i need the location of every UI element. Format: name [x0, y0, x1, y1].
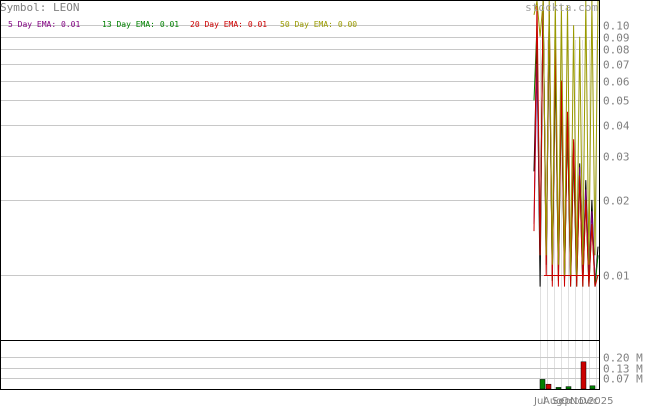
- price-y-tick-label: 0.08: [603, 44, 630, 57]
- legend-ema5: 5 Day EMA: 0.01: [8, 20, 80, 29]
- price-y-tick-label: 0.01: [603, 270, 630, 283]
- legend-ema13: 13 Day EMA: 0.01: [102, 20, 179, 29]
- x-tick-label: Aug: [543, 396, 563, 406]
- volume-bar: [565, 386, 572, 390]
- price-y-tick-label: 0.04: [603, 120, 630, 133]
- volume-bar: [555, 387, 562, 390]
- legend-ema5-value: 0.01: [61, 20, 80, 29]
- legend-ema20-label: 20 Day EMA:: [190, 20, 243, 29]
- price-y-tick-label: 0.06: [603, 76, 630, 89]
- x-tick-label: Nov: [570, 396, 590, 406]
- x-tick-label: Jul: [533, 396, 546, 406]
- legend-ema50-value: 0.00: [338, 20, 357, 29]
- legend-ema20-value: 0.01: [248, 20, 267, 29]
- legend: 5 Day EMA: 0.01 13 Day EMA: 0.01 20 Day …: [8, 20, 357, 29]
- volume-bar: [545, 383, 552, 390]
- price-y-tick-label: 0.07: [603, 59, 630, 72]
- volume-y-tick-label: 0.20 M: [603, 352, 643, 365]
- symbol-title: Symbol: LEON: [0, 1, 79, 14]
- volume-y-tick-label: 0.13 M: [603, 363, 643, 376]
- volume-bar: [580, 361, 587, 390]
- volume-bar: [539, 379, 546, 390]
- price-y-tick-label: 0.10: [603, 20, 630, 33]
- x-tick-label: Oct: [561, 396, 578, 406]
- volume-panel-frame: [0, 340, 600, 390]
- legend-ema50: 50 Day EMA: 0.00: [280, 20, 357, 29]
- price-y-tick-label: 0.09: [603, 32, 630, 45]
- legend-ema13-label: 13 Day EMA:: [102, 20, 155, 29]
- legend-ema20: 20 Day EMA: 0.01: [190, 20, 267, 29]
- price-y-tick-label: 0.05: [603, 95, 630, 108]
- watermark: stockta.com: [525, 1, 598, 14]
- volume-y-tick-label: 0.07 M: [603, 373, 643, 386]
- price-y-tick-label: 0.03: [603, 151, 630, 164]
- x-tick-label: Sep: [552, 396, 571, 406]
- series-lines: [533, 0, 599, 287]
- volume-bar: [589, 385, 596, 390]
- x-tick-label: Dec: [579, 396, 598, 406]
- x-tick-label: 2025: [588, 396, 613, 406]
- legend-ema13-value: 0.01: [160, 20, 179, 29]
- ema50-line: [533, 0, 599, 276]
- y-tick-labels: 0.100.090.08 0.07 0.06 0.05 0.04 0.03 0.02 0.01…: [603, 20, 643, 386]
- price-y-tick-label: 0.02: [603, 195, 630, 208]
- legend-ema50-label: 50 Day EMA:: [280, 20, 333, 29]
- legend-ema5-label: 5 Day EMA:: [8, 20, 56, 29]
